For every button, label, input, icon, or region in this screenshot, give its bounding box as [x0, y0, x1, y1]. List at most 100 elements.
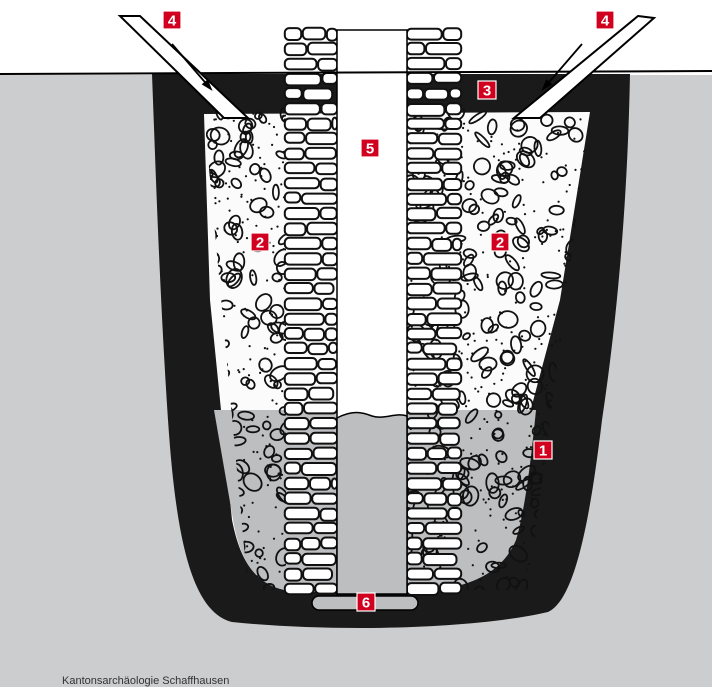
- wall-stone: [285, 463, 300, 474]
- gravel-dot: [272, 251, 274, 253]
- gravel-dot: [467, 548, 469, 550]
- gravel-dot: [262, 434, 264, 436]
- wall-stone: [285, 523, 313, 534]
- gravel-dot: [565, 251, 567, 253]
- gravel-dot: [501, 143, 503, 145]
- gravel-dot: [216, 228, 218, 230]
- gravel-dot: [503, 519, 505, 521]
- gravel-dot: [473, 333, 475, 335]
- gravel-dot: [270, 466, 272, 468]
- gravel-dot: [493, 486, 495, 488]
- wall-stone: [407, 253, 422, 264]
- gravel-dot: [474, 289, 476, 291]
- wall-stone: [309, 388, 333, 400]
- wall-stone: [314, 523, 337, 533]
- gravel-dot: [462, 127, 464, 129]
- gravel-dot: [539, 478, 541, 480]
- wall-stone: [407, 43, 425, 55]
- gravel-dot: [539, 379, 541, 381]
- wall-stone: [285, 223, 306, 235]
- gravel-dot: [486, 421, 488, 423]
- gravel-dot: [266, 279, 268, 281]
- gravel-dot: [467, 177, 469, 179]
- wall-stone: [285, 119, 306, 130]
- gravel-dot: [243, 251, 245, 253]
- gravel-dot: [228, 170, 230, 172]
- marker-m4b: 4: [596, 11, 614, 30]
- gravel-dot: [281, 390, 283, 392]
- wall-stone: [322, 73, 337, 84]
- gravel-dot: [568, 253, 570, 255]
- gravel-dot: [512, 485, 514, 487]
- gravel-dot: [533, 361, 535, 363]
- wall-stone: [329, 343, 337, 353]
- gravel-dot: [495, 329, 497, 331]
- wall-stone: [407, 523, 424, 533]
- wall-stone: [305, 148, 336, 159]
- gravel-dot: [557, 132, 559, 134]
- gravel-dot: [246, 201, 248, 203]
- gravel-dot: [279, 305, 281, 307]
- gravel-dot: [224, 229, 226, 231]
- wall-stone: [285, 163, 315, 174]
- wall-stone: [317, 373, 338, 383]
- wall-stone: [285, 539, 300, 551]
- gravel-dot: [521, 346, 523, 348]
- gravel-dot: [213, 119, 215, 121]
- wall-stone: [445, 119, 461, 129]
- wall-stone: [438, 299, 462, 309]
- gravel-dot: [521, 179, 523, 181]
- gravel-dot: [519, 288, 521, 290]
- gravel-dot: [255, 225, 257, 227]
- gravel-dot: [537, 316, 539, 318]
- gravel-dot: [495, 339, 497, 341]
- wall-stone: [318, 59, 337, 71]
- gravel-dot: [569, 184, 571, 186]
- wall-stone: [447, 359, 461, 371]
- gravel-dot: [470, 437, 472, 439]
- gravel-dot: [443, 175, 445, 177]
- wall-stone: [407, 268, 430, 279]
- gravel-dot: [280, 477, 282, 479]
- wall-stone: [303, 569, 332, 580]
- wall-stone: [285, 133, 305, 143]
- gravel-dot: [269, 312, 271, 314]
- gravel-dot: [278, 279, 280, 281]
- gravel-dot: [250, 199, 252, 201]
- gravel-dot: [549, 235, 551, 237]
- gravel-dot: [233, 120, 235, 122]
- gravel-dot: [542, 181, 544, 183]
- gravel-dot: [471, 352, 473, 354]
- gravel-dot: [229, 210, 231, 212]
- wall-stone: [407, 179, 442, 190]
- wall-stone: [407, 493, 423, 503]
- gravel-dot: [489, 508, 491, 510]
- wall-stone: [407, 133, 437, 143]
- wall-stone: [310, 418, 337, 428]
- gravel-dot: [263, 163, 265, 165]
- gravel-dot: [498, 463, 500, 465]
- gravel-dot: [523, 542, 525, 544]
- gravel-dot: [515, 159, 517, 161]
- gravel-dot: [512, 493, 514, 495]
- gravel-dot: [500, 161, 502, 163]
- wall-stone: [407, 583, 439, 595]
- gravel-dot: [239, 143, 241, 145]
- gravel-dot: [272, 245, 274, 247]
- marker-label: 2: [496, 235, 504, 252]
- gravel-dot: [549, 333, 551, 335]
- gravel-dot: [524, 360, 526, 362]
- gravel-dot: [507, 422, 509, 424]
- gravel-dot: [467, 130, 469, 132]
- gravel-dot: [423, 565, 425, 567]
- wall-stone: [438, 418, 460, 428]
- wall-stone: [302, 554, 335, 565]
- wall-stone: [307, 223, 337, 235]
- wall-stone: [302, 538, 320, 549]
- wall-stone: [312, 494, 337, 504]
- gravel-dot: [563, 263, 565, 265]
- gravel-dot: [480, 366, 482, 368]
- gravel-dot: [501, 488, 503, 490]
- gravel-dot: [223, 279, 225, 281]
